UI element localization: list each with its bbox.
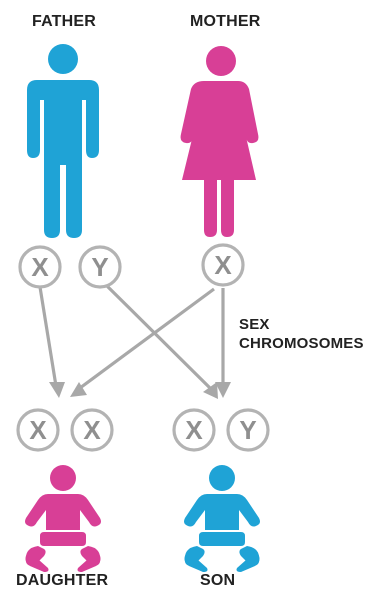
son-chromosome-x: X [174,410,214,450]
arrowhead [49,382,65,398]
sex-chromosomes-line-2: CHROMOSOMES [239,334,364,353]
son-chromosome-y: Y [228,410,268,450]
sex-chromosomes-line-1: SEX [239,315,364,334]
daughter-label: DAUGHTER [16,573,108,589]
chromosome-letter: Y [239,415,256,445]
woman-icon [181,46,259,237]
chromosome-letter: X [83,415,101,445]
father-chromosome-x: X [20,247,60,287]
inheritance-arrows [40,285,231,399]
daughter-chromosome-x-1: X [18,410,58,450]
daughter-chromosome-x-2: X [72,410,112,450]
arrow-father-x-to-daughter [40,287,56,386]
chromosome-letter: X [185,415,203,445]
chromosome-letter: X [214,250,232,280]
sex-chromosomes-label: SEX CHROMOSOMES [239,315,364,353]
chromosome-letter: X [29,415,47,445]
baby-boy-icon [184,465,260,572]
baby-girl-icon [25,465,101,572]
mother-chromosome-x: X [203,245,243,285]
son-label: SON [200,573,235,589]
chromosome-letter: Y [91,252,108,282]
chromosome-letter: X [31,252,49,282]
arrow-father-y-to-son [106,285,210,388]
father-chromosome-y: Y [80,247,120,287]
man-icon [27,44,99,238]
